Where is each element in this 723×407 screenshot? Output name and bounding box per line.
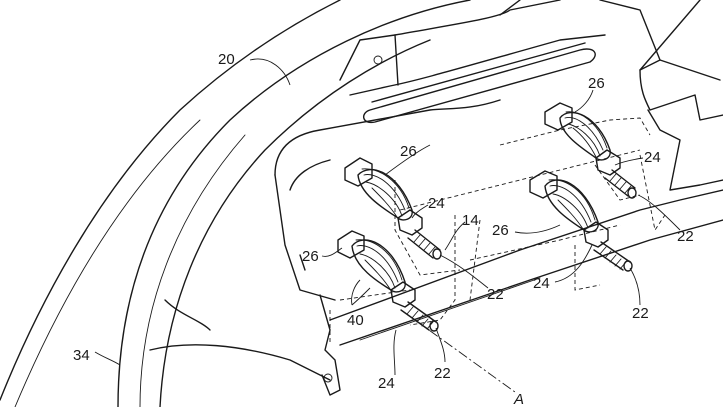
- label-22-right-top: 22: [677, 228, 694, 245]
- label-24-top-right: 24: [644, 149, 661, 166]
- label-24-center: 24: [428, 195, 445, 212]
- label-24-bottom: 24: [378, 375, 395, 392]
- reference-labels: 20 34 26 26 26 26 24 24 24 24 22 22 22 2…: [73, 51, 694, 407]
- leader-lines: [94, 58, 681, 393]
- label-40: 40: [347, 312, 364, 329]
- trim-panel: [0, 0, 471, 407]
- label-26-top-right: 26: [588, 75, 605, 92]
- label-34: 34: [73, 347, 90, 364]
- fastener-assembly-right: [529, 170, 633, 272]
- fastener-assembly-center: [344, 157, 442, 260]
- label-26-left: 26: [302, 248, 319, 265]
- label-22-right-low: 22: [632, 305, 649, 322]
- label-14: 14: [462, 212, 479, 229]
- fastener-assembly-top-right: [544, 102, 637, 199]
- housing-outline: [339, 0, 723, 191]
- label-axis-a: A: [513, 391, 524, 407]
- label-22-bottom: 22: [434, 365, 451, 382]
- label-26-center: 26: [400, 143, 417, 160]
- label-24-right: 24: [533, 275, 550, 292]
- label-20: 20: [218, 51, 235, 68]
- label-22-middle: 22: [487, 286, 504, 303]
- label-26-right: 26: [492, 222, 509, 239]
- mounting-plate: [274, 99, 723, 396]
